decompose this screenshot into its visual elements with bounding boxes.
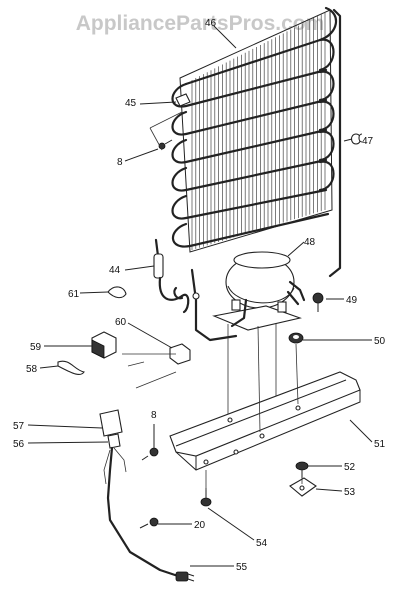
condenser-wires <box>191 12 326 250</box>
callout-8-lower: 8 <box>151 410 157 421</box>
callout-50: 50 <box>374 336 386 347</box>
watermark-text: AppliancePartsPros.com <box>76 12 325 35</box>
callout-58: 58 <box>26 364 38 375</box>
callout-59: 59 <box>30 342 42 353</box>
callout-47: 47 <box>362 136 374 147</box>
callout-49: 49 <box>346 295 358 306</box>
callout-61: 61 <box>68 289 80 300</box>
tube-61[interactable] <box>107 286 127 299</box>
screw-54[interactable] <box>200 488 212 507</box>
clip-53[interactable] <box>289 477 317 497</box>
leader-lines <box>27 25 373 567</box>
base-plate-51[interactable] <box>169 371 361 471</box>
clip-47[interactable] <box>350 133 363 145</box>
screw-49[interactable] <box>312 292 324 312</box>
callout-labels: 46 45 8 47 48 44 61 49 60 50 59 58 51 57… <box>13 18 386 573</box>
power-cord-55[interactable] <box>103 446 195 582</box>
cover-56[interactable] <box>107 433 121 449</box>
callout-51: 51 <box>374 439 386 450</box>
callout-60: 60 <box>115 317 127 328</box>
compressor-48[interactable] <box>212 251 306 331</box>
callout-8-upper: 8 <box>117 157 123 168</box>
callout-53: 53 <box>344 487 356 498</box>
relay-block-59[interactable] <box>91 331 117 359</box>
screw-52[interactable] <box>295 461 309 478</box>
relay-57[interactable] <box>99 409 123 437</box>
callout-52: 52 <box>344 462 356 473</box>
screw-20[interactable] <box>139 517 159 529</box>
callout-48: 48 <box>304 237 316 248</box>
callout-44: 44 <box>109 265 121 276</box>
callout-46: 46 <box>205 18 217 29</box>
grommet-50[interactable] <box>288 332 304 344</box>
callout-57: 57 <box>13 421 25 432</box>
callout-20: 20 <box>194 520 206 531</box>
callout-45: 45 <box>125 98 137 109</box>
callout-54: 54 <box>256 538 268 549</box>
condenser-coil[interactable] <box>171 6 342 278</box>
screw-8-lower[interactable] <box>141 447 159 461</box>
wire-harness-58[interactable] <box>57 360 85 375</box>
clip-45[interactable] <box>175 93 191 107</box>
callout-56: 56 <box>13 439 25 450</box>
callout-55: 55 <box>236 562 248 573</box>
protector-60[interactable] <box>169 343 191 365</box>
capillary-tubes <box>173 268 238 342</box>
drier-44[interactable] <box>153 238 184 301</box>
guide-lines <box>122 111 303 490</box>
